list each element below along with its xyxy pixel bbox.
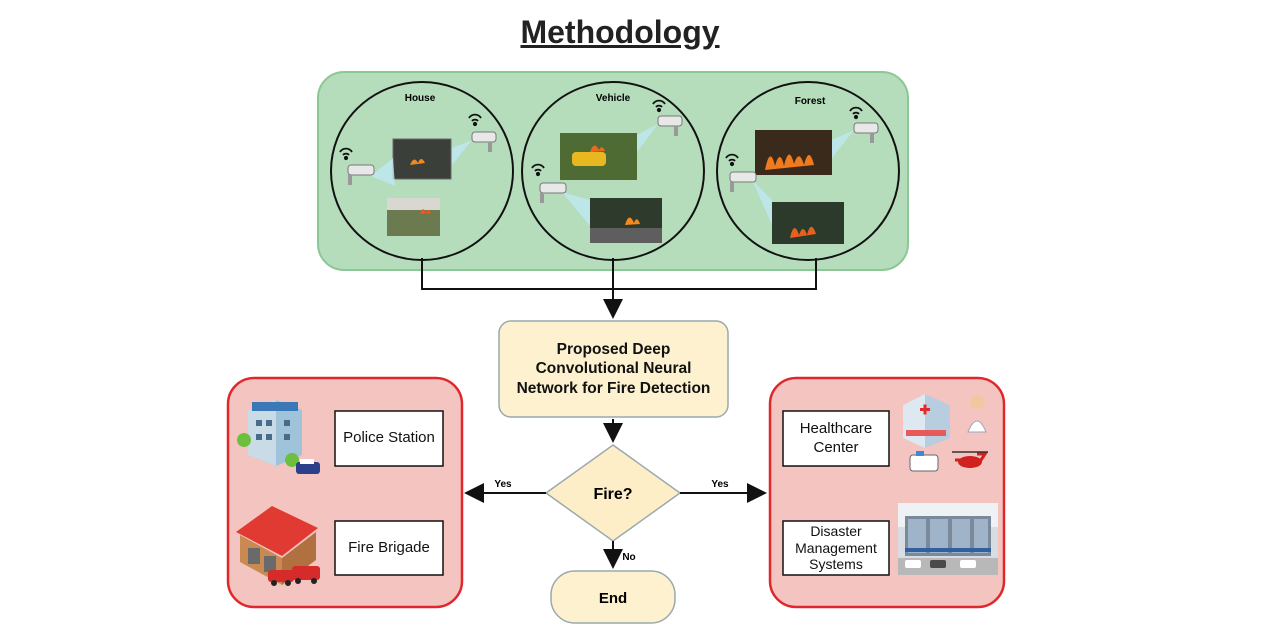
cctv-camera-icon bbox=[452, 131, 497, 165]
wifi-icon bbox=[652, 99, 666, 113]
disaster-management-box bbox=[782, 520, 890, 576]
forest-fire-photo-2 bbox=[772, 202, 844, 244]
cnn-box bbox=[498, 320, 729, 418]
source-forest: Forest bbox=[716, 81, 900, 261]
wifi-icon bbox=[468, 113, 482, 127]
source-vehicle-label: Vehicle bbox=[596, 93, 631, 104]
source-house-label: House bbox=[405, 93, 436, 104]
wifi-icon bbox=[339, 147, 353, 161]
decision-label: Fire? bbox=[593, 486, 632, 503]
wifi-icon bbox=[725, 153, 739, 167]
source-house: House bbox=[330, 81, 514, 261]
yes-left-label: Yes bbox=[494, 479, 512, 490]
disaster-center-photo bbox=[898, 503, 998, 575]
healthcare-center-box bbox=[782, 410, 890, 467]
no-label: No bbox=[622, 552, 635, 563]
yes-right-label: Yes bbox=[711, 479, 729, 490]
healthcare-center-label: Healthcare Center bbox=[799, 419, 873, 456]
cctv-camera-icon bbox=[347, 158, 395, 186]
police-station-box bbox=[334, 410, 444, 467]
wifi-icon bbox=[531, 163, 545, 177]
sources-connector bbox=[421, 258, 817, 319]
cnn-label: Proposed Deep Convolutional Neural Netwo… bbox=[516, 340, 711, 397]
fire-brigade-box bbox=[334, 520, 444, 576]
fire-station-icon bbox=[236, 506, 320, 586]
source-forest-label: Forest bbox=[795, 96, 826, 107]
disaster-management-label: Disaster Management Systems bbox=[795, 522, 877, 573]
wifi-icon bbox=[849, 106, 863, 120]
police-station-icon bbox=[237, 400, 320, 474]
fire-brigade-label: Fire Brigade bbox=[348, 538, 430, 556]
cctv-camera-icon bbox=[539, 182, 590, 226]
end-box bbox=[550, 570, 676, 624]
diagram-title: Methodology bbox=[520, 14, 720, 50]
hospital-icon bbox=[903, 394, 988, 472]
source-vehicle: Vehicle bbox=[521, 81, 705, 261]
cctv-camera-icon bbox=[832, 122, 879, 158]
cctv-camera-icon bbox=[729, 171, 772, 225]
end-label: End bbox=[599, 590, 627, 607]
cctv-camera-icon bbox=[637, 115, 683, 152]
house-fire-photo-1 bbox=[393, 139, 451, 179]
police-station-label: Police Station bbox=[343, 429, 435, 447]
